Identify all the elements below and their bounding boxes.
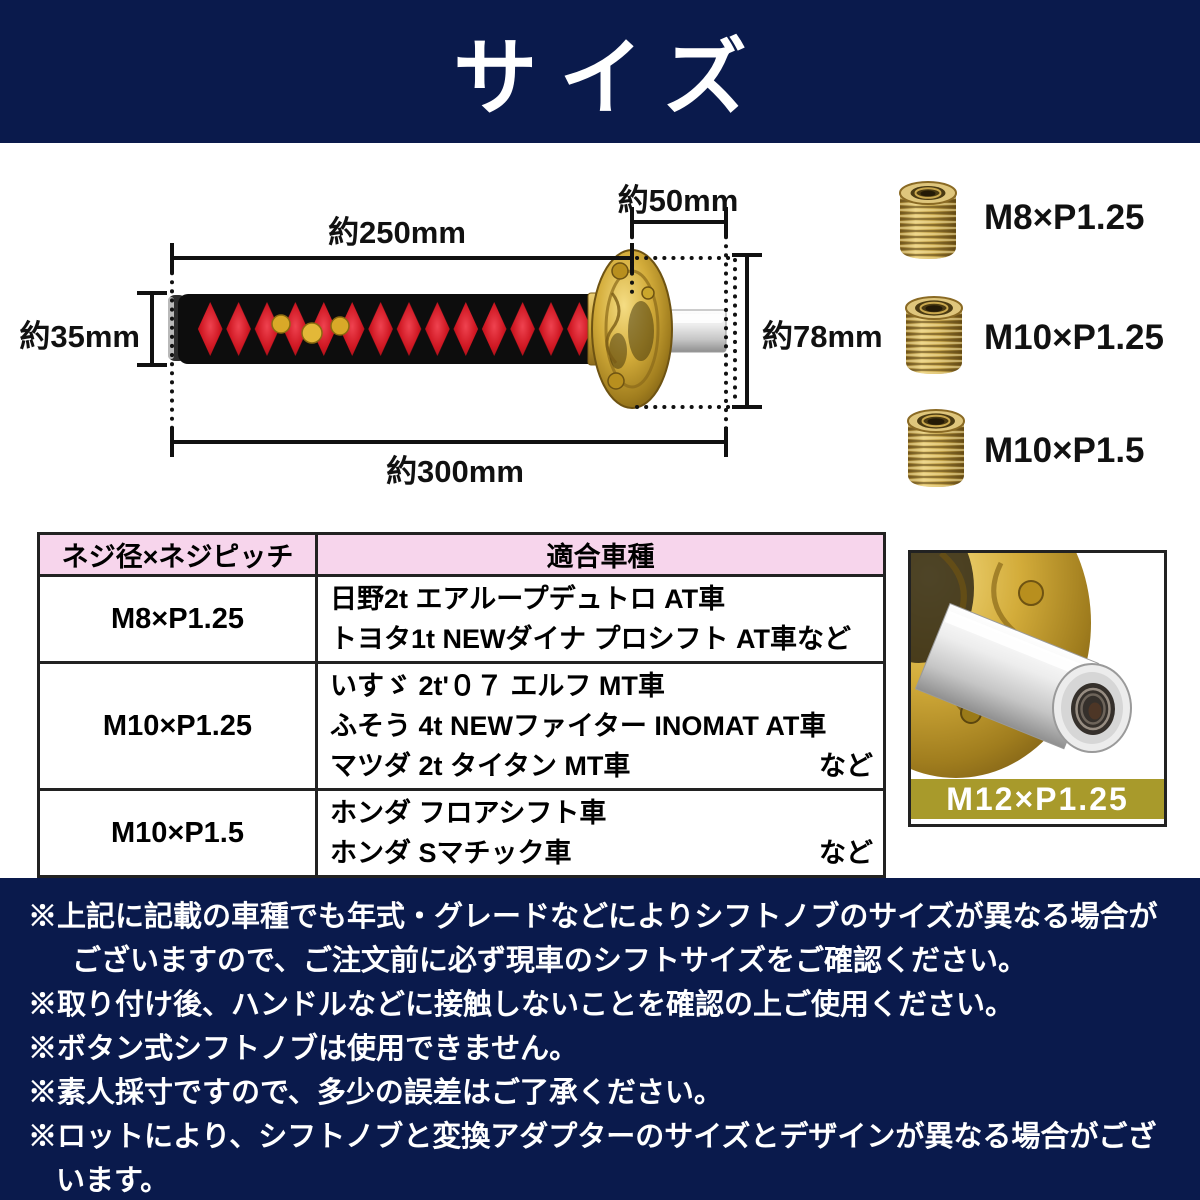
page-title: サイズ bbox=[453, 28, 769, 127]
photo-size-label: M12×P1.25 bbox=[911, 779, 1164, 819]
note-line: ※ロットにより、シフトノブと変換アダプターのサイズとデザインが異なる場合がござ bbox=[28, 1121, 1157, 1153]
dimension-label-50mm: 約50mm bbox=[617, 183, 739, 218]
table-row: M10×P1.5 ホンダ フロアシフト車 ホンダ Sマチック車 など bbox=[37, 788, 886, 878]
brass-adapter-m8-image bbox=[899, 181, 957, 259]
thread-size-value: M10×P1.5 bbox=[37, 788, 318, 878]
brass-adapter-m10b-image bbox=[907, 409, 965, 487]
adapter-label-m8: M8×P1.25 bbox=[984, 198, 1145, 237]
etc-suffix: など bbox=[819, 838, 873, 868]
vehicle-list-cell: 日野2t エアループデュトロ AT車 トヨタ1t NEWダイナ プロシフト AT… bbox=[315, 574, 886, 664]
dimension-label-78mm: 約78mm bbox=[762, 319, 883, 354]
table-row: M8×P1.25 日野2t エアループデュトロ AT車 トヨタ1t NEWダイナ… bbox=[37, 574, 886, 664]
table-row: M10×P1.25 いすゞ 2t'０７ エルフ MT車 ふそう 4t NEWファ… bbox=[37, 661, 886, 791]
vehicle-list-cell: いすゞ 2t'０７ エルフ MT車 ふそう 4t NEWファイター INOMAT… bbox=[315, 661, 886, 791]
vehicle-line: ホンダ Sマチック車 など bbox=[330, 833, 873, 873]
dimension-label-35mm: 約35mm bbox=[19, 319, 140, 354]
vehicle-line: ふそう 4t NEWファイター INOMAT AT車 bbox=[330, 711, 827, 741]
tsuba-guard bbox=[591, 249, 673, 409]
adapter-label-m10a: M10×P1.25 bbox=[984, 318, 1164, 357]
note-line: ございますので、ご注文前に必ず現車のシフトサイズをご確認ください。 bbox=[72, 945, 1027, 977]
adapter-label-m10b: M10×P1.5 bbox=[984, 431, 1145, 470]
note-line: ※取り付け後、ハンドルなどに接触しないことを確認の上ご使用ください。 bbox=[28, 989, 1015, 1021]
thread-size-value: M10×P1.25 bbox=[37, 661, 318, 791]
etc-suffix: など bbox=[819, 751, 873, 781]
header-banner: サイズ bbox=[0, 0, 1200, 143]
dimension-label-300mm: 約300mm bbox=[386, 454, 524, 489]
note-line: ※上記に記載の車種でも年式・グレードなどによりシフトノブのサイズが異なる場合が bbox=[28, 901, 1158, 933]
adapter-closeup-photo: M12×P1.25 bbox=[908, 550, 1167, 827]
notes-footer: ※上記に記載の車種でも年式・グレードなどによりシフトノブのサイズが異なる場合が … bbox=[0, 878, 1200, 1200]
vehicle-text: ホンダ Sマチック車 bbox=[330, 838, 572, 868]
vehicle-line: いすゞ 2t'０７ エルフ MT車 bbox=[330, 671, 665, 701]
closeup-photo-image bbox=[911, 553, 1164, 824]
vehicle-list-cell: ホンダ フロアシフト車 ホンダ Sマチック車 など bbox=[315, 788, 886, 878]
table-header-vehicles: 適合車種 bbox=[315, 532, 886, 577]
shift-knob-diagram-image bbox=[137, 207, 762, 457]
katana-handle bbox=[168, 292, 605, 366]
thread-size-value: M8×P1.25 bbox=[37, 574, 318, 664]
brass-adapter-m10a-image bbox=[905, 296, 963, 374]
compatibility-table: ネジ径×ネジピッチ 適合車種 M8×P1.25 日野2t エアループデュトロ A… bbox=[37, 532, 886, 878]
note-line: います。 bbox=[56, 1165, 170, 1197]
vehicle-line: トヨタ1t NEWダイナ プロシフト AT車など bbox=[330, 624, 851, 654]
dimension-lines bbox=[137, 207, 762, 457]
size-diagram-section: 約250mm 約50mm 約35mm 約78mm 約300mm bbox=[0, 143, 1200, 520]
note-line: ※ボタン式シフトノブは使用できません。 bbox=[28, 1033, 579, 1065]
vehicle-line: マツダ 2t タイタン MT車 など bbox=[330, 746, 873, 786]
vehicle-line: ホンダ フロアシフト車 bbox=[330, 798, 607, 828]
table-header-row: ネジ径×ネジピッチ 適合車種 bbox=[37, 532, 886, 577]
dimension-label-250mm: 約250mm bbox=[328, 215, 466, 250]
note-line: ※素人採寸ですので、多少の誤差はご了承ください。 bbox=[28, 1077, 723, 1109]
closeup-chrome-tube bbox=[914, 602, 1132, 753]
vehicle-line: 日野2t エアループデュトロ AT車 bbox=[330, 584, 726, 614]
dimension-guides-dotted bbox=[170, 226, 737, 438]
vehicle-text: マツダ 2t タイタン MT車 bbox=[330, 751, 631, 781]
table-header-thread-size: ネジ径×ネジピッチ bbox=[37, 532, 318, 577]
